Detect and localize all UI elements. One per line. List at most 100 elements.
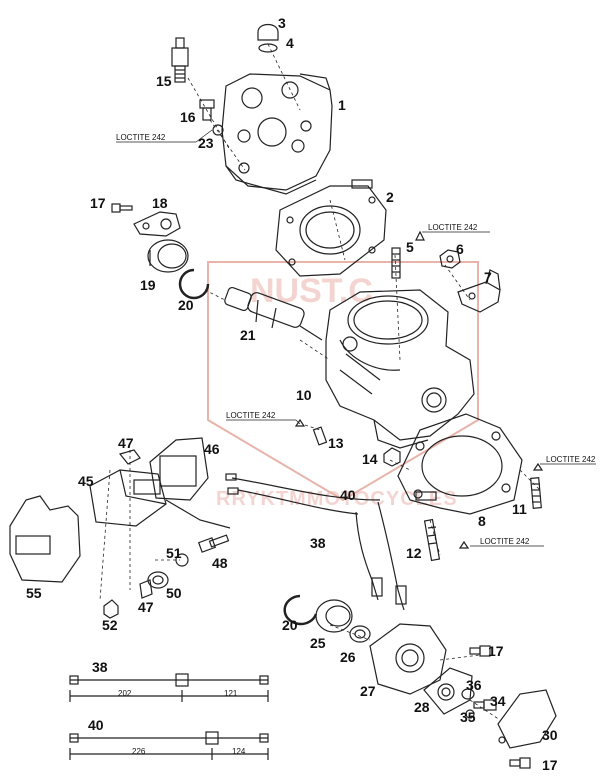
callout-40a: 40	[340, 487, 356, 503]
part-47-grommet-top	[118, 449, 141, 465]
part-28-lever	[423, 667, 473, 715]
loctite-note-head: LOCTITE 242	[116, 133, 166, 142]
callout-50: 50	[166, 585, 182, 601]
part-40-cable-assembly	[225, 473, 407, 611]
part-47-grommet-bottom	[139, 579, 153, 599]
callout-17c: 17	[542, 757, 558, 773]
part-15-spark-plug	[171, 37, 189, 83]
callout-12: 12	[406, 545, 422, 561]
callout-10: 10	[296, 387, 312, 403]
callout-15: 15	[156, 73, 172, 89]
callout-26: 26	[340, 649, 356, 665]
part-3-cap	[257, 23, 279, 41]
callout-55: 55	[26, 585, 42, 601]
watermark-bottom-text: RRYKTMMOTOCYCLES	[216, 488, 458, 510]
loctite-drop-1	[415, 230, 425, 241]
part-1-cylinder-head	[221, 73, 333, 195]
part-30-cover	[497, 689, 557, 749]
callout-1: 1	[338, 97, 346, 113]
cable-38-drawing	[69, 673, 269, 702]
part-17-bolt-top	[111, 203, 133, 213]
loctite-note-stud-12: LOCTITE 242	[480, 537, 530, 546]
part-27-housing	[369, 623, 447, 695]
loctite-drop-2	[294, 418, 306, 427]
part-4-washer	[258, 43, 278, 53]
part-48-bolt	[197, 534, 230, 553]
callout-14: 14	[362, 451, 378, 467]
callout-16: 16	[180, 109, 196, 125]
callout-36: 36	[466, 677, 482, 693]
part-26-seal	[349, 625, 371, 643]
part-25-bushing	[315, 599, 353, 633]
callout-38b: 38	[92, 659, 108, 675]
callout-18: 18	[152, 195, 168, 211]
part-17-bolt-bottom	[509, 757, 531, 769]
cable-40-dim-left: 226	[132, 747, 146, 756]
part-11-stud	[530, 477, 542, 509]
loctite-note-stud-top: LOCTITE 242	[428, 223, 478, 232]
part-5-stud	[391, 247, 401, 279]
part-34-bolt	[473, 699, 497, 711]
callout-25: 25	[310, 635, 326, 651]
part-20-snap-ring-lower	[283, 594, 318, 626]
callout-20b: 20	[282, 617, 298, 633]
callout-6: 6	[456, 241, 464, 257]
part-2-head-gasket	[275, 179, 387, 277]
part-45-ignition-unit	[89, 469, 231, 529]
cable-38-dim-left: 202	[118, 689, 132, 698]
part-20-snap-ring	[178, 268, 210, 300]
part-14-nut	[383, 447, 401, 467]
loctite-drop-3	[532, 462, 544, 471]
callout-5: 5	[406, 239, 414, 255]
part-7-bracket	[457, 269, 501, 313]
part-36-washer	[461, 688, 475, 700]
part-50-spacer	[147, 571, 169, 589]
part-52-nut	[103, 599, 119, 619]
part-17-bolt-mid	[469, 645, 491, 657]
loctite-note-stud-11: LOCTITE 242	[546, 455, 596, 464]
part-55-rubber-mount	[9, 495, 81, 583]
callout-17b: 17	[488, 643, 504, 659]
part-51-washer	[175, 553, 189, 567]
callout-34: 34	[490, 693, 506, 709]
part-23-o-ring	[212, 124, 224, 136]
part-10-cylinder	[325, 289, 475, 449]
cable-40-dim-right: 124	[232, 747, 246, 756]
callout-2: 2	[386, 189, 394, 205]
loctite-drop-4	[458, 540, 470, 549]
callout-28: 28	[414, 699, 430, 715]
callout-52: 52	[102, 617, 118, 633]
callout-27: 27	[360, 683, 376, 699]
part-18-bracket	[133, 211, 181, 237]
part-19-flange	[147, 239, 189, 273]
callout-19: 19	[140, 277, 156, 293]
part-46-cover	[149, 437, 209, 501]
callout-35: 35	[460, 709, 476, 725]
callout-4: 4	[286, 35, 294, 51]
part-21-control-valve	[224, 286, 323, 341]
callout-51: 51	[166, 545, 182, 561]
watermark-shield	[207, 261, 479, 502]
callout-30: 30	[542, 727, 558, 743]
loctite-note-stud-13: LOCTITE 242	[226, 411, 276, 420]
callout-45: 45	[78, 473, 94, 489]
part-8-base-gasket	[397, 413, 523, 515]
callout-7: 7	[484, 269, 492, 285]
part-12-stud	[423, 518, 441, 562]
part-35-washer	[465, 709, 475, 719]
callout-11: 11	[512, 501, 527, 517]
watermark-top-text: NUST.C	[250, 272, 373, 310]
callout-8: 8	[478, 513, 486, 529]
cable-38-dim-right: 121	[224, 689, 238, 698]
callout-20a: 20	[178, 297, 194, 313]
callout-3: 3	[278, 15, 286, 31]
callout-47b: 47	[138, 599, 154, 615]
callout-47a: 47	[118, 435, 134, 451]
part-16-fitting	[199, 99, 215, 121]
part-6-nut	[439, 249, 461, 269]
callout-23: 23	[198, 135, 214, 151]
callout-21: 21	[240, 327, 256, 343]
callout-46: 46	[204, 441, 220, 457]
